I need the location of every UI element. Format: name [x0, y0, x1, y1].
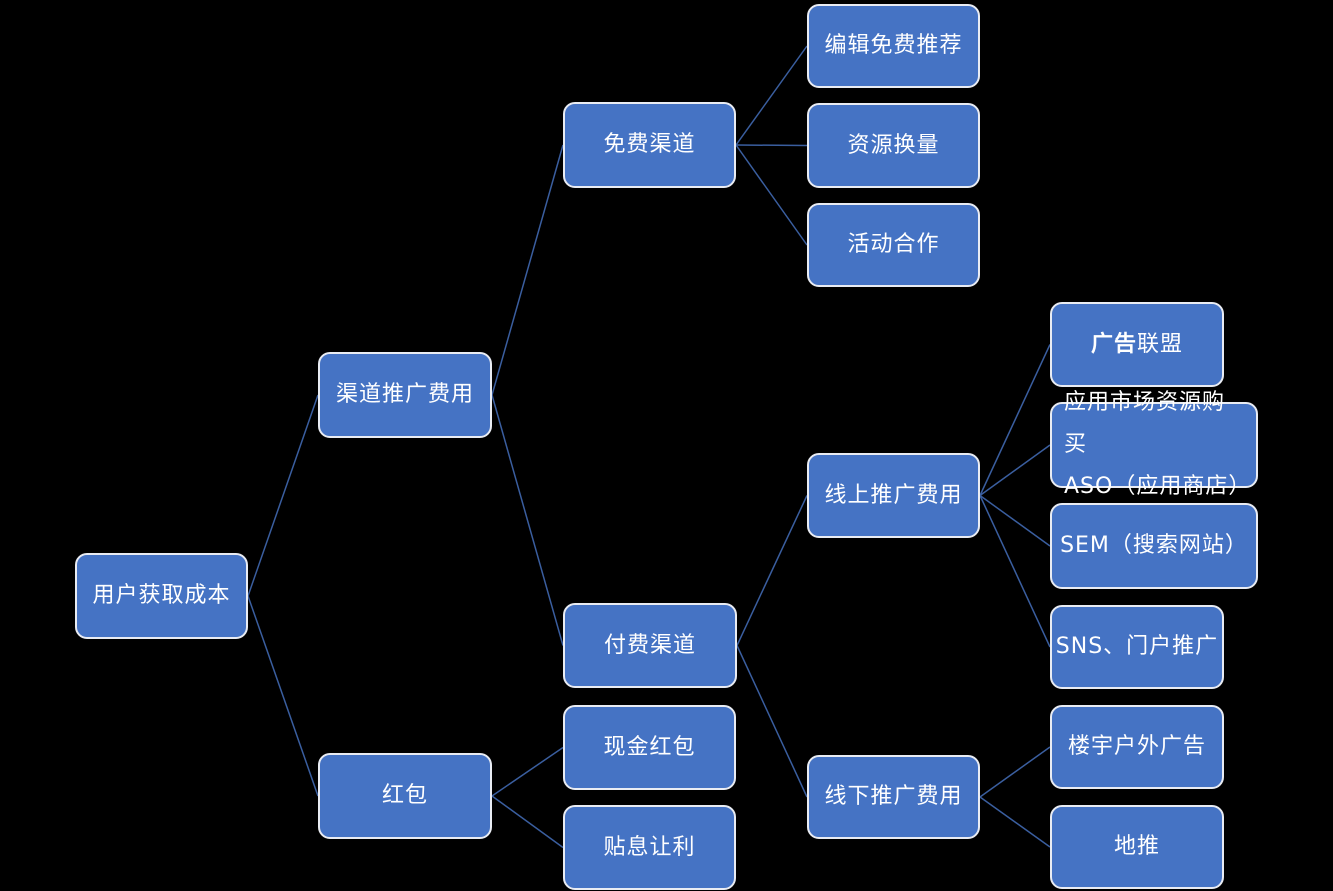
- node-label-ground-promo: 地推: [1113, 834, 1160, 860]
- node-free-channel: 免费渠道: [563, 102, 736, 188]
- node-label-sns-portal-promo: SNS、门户推广: [1055, 634, 1219, 660]
- connector-online-promo-cost-to-sem-search: [979, 494, 1051, 547]
- node-ad-union: 广告联盟: [1050, 302, 1224, 387]
- connector-free-channel-to-editor-free-recommend: [735, 45, 808, 146]
- connector-red-packet-to-cash-red-packet: [491, 746, 564, 797]
- node-label-ad-union: 广告联盟: [1090, 331, 1184, 357]
- node-channel-promo-cost: 渠道推广费用: [318, 352, 492, 438]
- node-label-online-promo-cost: 线上推广费用: [824, 482, 963, 508]
- connector-channel-promo-cost-to-free-channel: [491, 144, 564, 396]
- node-cash-red-packet: 现金红包: [563, 705, 736, 790]
- connector-channel-promo-cost-to-paid-channel: [491, 394, 564, 646]
- node-label-cash-red-packet: 现金红包: [603, 734, 696, 760]
- node-resource-exchange: 资源换量: [807, 103, 980, 188]
- node-label-root: 用户获取成本: [92, 583, 231, 609]
- node-label-building-outdoor-ads: 楼宇户外广告: [1067, 734, 1206, 760]
- connector-root-to-red-packet: [247, 595, 319, 797]
- node-red-packet: 红包: [318, 753, 492, 839]
- node-label-discount-rebate: 贴息让利: [603, 834, 696, 860]
- connector-online-promo-cost-to-sns-portal-promo: [979, 495, 1051, 648]
- connector-offline-promo-cost-to-ground-promo: [979, 796, 1051, 848]
- node-ground-promo: 地推: [1050, 805, 1224, 889]
- node-label-paid-channel: 付费渠道: [603, 632, 696, 658]
- node-sem-search: SEM（搜索网站）: [1050, 503, 1258, 589]
- node-root: 用户获取成本: [75, 553, 248, 639]
- connector-online-promo-cost-to-ad-union: [979, 344, 1051, 496]
- node-label-sem-search: SEM（搜索网站）: [1060, 533, 1248, 559]
- node-label-red-packet: 红包: [381, 783, 428, 809]
- node-label-activity-cooperation: 活动合作: [847, 232, 940, 258]
- node-editor-free-recommend: 编辑免费推荐: [807, 4, 980, 88]
- node-sns-portal-promo: SNS、门户推广: [1050, 605, 1224, 689]
- node-discount-rebate: 贴息让利: [563, 805, 736, 890]
- node-label-editor-free-recommend: 编辑免费推荐: [824, 33, 963, 59]
- node-label-channel-promo-cost: 渠道推广费用: [335, 382, 474, 408]
- connector-free-channel-to-resource-exchange: [735, 144, 808, 147]
- connector-online-promo-cost-to-app-market-aso: [979, 444, 1051, 497]
- node-label-resource-exchange: 资源换量: [847, 132, 940, 158]
- connector-paid-channel-to-offline-promo-cost: [736, 645, 808, 798]
- connector-free-channel-to-activity-cooperation: [735, 144, 808, 246]
- connector-red-packet-to-discount-rebate: [491, 795, 564, 849]
- node-label-offline-promo-cost: 线下推广费用: [824, 784, 963, 810]
- node-label-free-channel: 免费渠道: [603, 132, 696, 158]
- connector-offline-promo-cost-to-building-outdoor-ads: [979, 746, 1051, 798]
- connector-paid-channel-to-online-promo-cost: [736, 495, 808, 646]
- node-offline-promo-cost: 线下推广费用: [807, 755, 980, 839]
- node-building-outdoor-ads: 楼宇户外广告: [1050, 705, 1224, 789]
- node-paid-channel: 付费渠道: [563, 603, 737, 688]
- connector-root-to-channel-promo-cost: [247, 394, 319, 597]
- node-online-promo-cost: 线上推广费用: [807, 453, 980, 538]
- node-activity-cooperation: 活动合作: [807, 203, 980, 287]
